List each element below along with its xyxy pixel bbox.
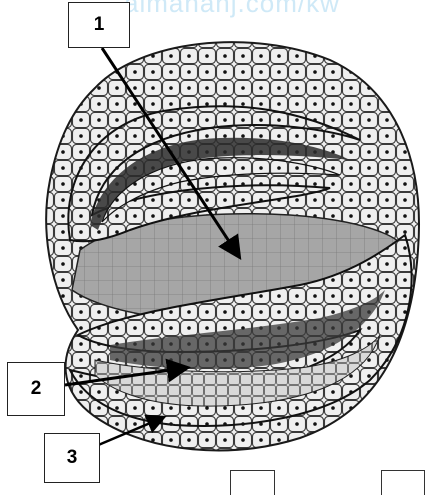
- partial-answer-box-b: [381, 470, 425, 495]
- label-3-text: 3: [67, 447, 78, 469]
- label-box-3: 3: [44, 433, 100, 483]
- partial-answer-box-a: [230, 470, 275, 495]
- label-2-text: 2: [31, 378, 42, 400]
- label-box-2: 2: [7, 362, 65, 416]
- label-1-text: 1: [94, 14, 105, 36]
- label-box-1: 1: [68, 2, 130, 48]
